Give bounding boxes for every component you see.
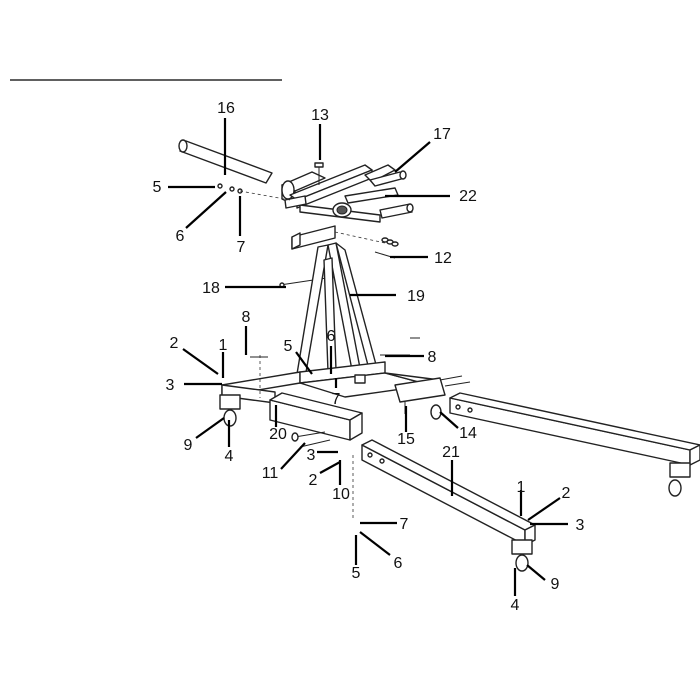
callout-10: 10 [332,486,350,503]
callout-19: 19 [407,288,425,305]
callout-2-left: 2 [170,335,179,352]
callout-1-left: 1 [219,337,228,354]
callout-16: 16 [217,100,235,117]
callout-2-mid: 2 [309,472,318,489]
callout-12: 12 [434,250,452,267]
washers-12 [374,237,399,259]
callout-1-right: 1 [517,479,526,496]
callout-22: 22 [459,188,477,205]
callout-9-left: 9 [184,437,193,454]
bolt-13 [314,162,324,185]
callout-3-left: 3 [166,377,175,394]
callout-3-right: 3 [576,517,585,534]
callout-7-bottom: 7 [400,516,409,533]
callout-2-right: 2 [562,485,571,502]
mast-legs-19 [295,242,379,381]
callout-14: 14 [459,425,477,442]
callout-6-mid: 6 [327,328,336,345]
callout-21: 21 [442,444,460,461]
callout-7-mid: 7 [332,391,341,408]
base-frame-20 [221,355,441,441]
callout-8-right: 8 [428,349,437,366]
callout-8-left: 8 [242,309,251,326]
callout-labels: 16 13 17 22 5 6 7 12 18 19 8 8 2 1 3 5 6… [153,100,585,614]
callout-5-mid: 5 [284,338,293,355]
callout-17: 17 [433,126,451,143]
callout-20: 20 [269,426,287,443]
arm-17 [364,164,414,219]
callout-5-bottom: 5 [352,565,361,582]
callout-4-right: 4 [511,597,520,614]
callout-4-left: 4 [225,448,234,465]
center-bracket-14 [394,377,446,420]
callout-18: 18 [202,280,220,297]
mast-crossbar [291,225,386,250]
callout-11: 11 [262,465,279,482]
left-pin-parts [217,183,307,209]
callout-15: 15 [397,431,415,448]
callout-13: 13 [311,107,329,124]
leg-14 [449,392,700,497]
leader-lines [168,118,568,596]
callout-6-bottom: 6 [394,555,403,572]
callout-6-top: 6 [176,228,185,245]
callout-9-right: 9 [551,576,560,593]
callout-7-top: 7 [237,239,246,256]
leg-21 [361,439,536,572]
callout-3-mid: 3 [307,447,316,464]
callout-5-top: 5 [153,179,162,196]
